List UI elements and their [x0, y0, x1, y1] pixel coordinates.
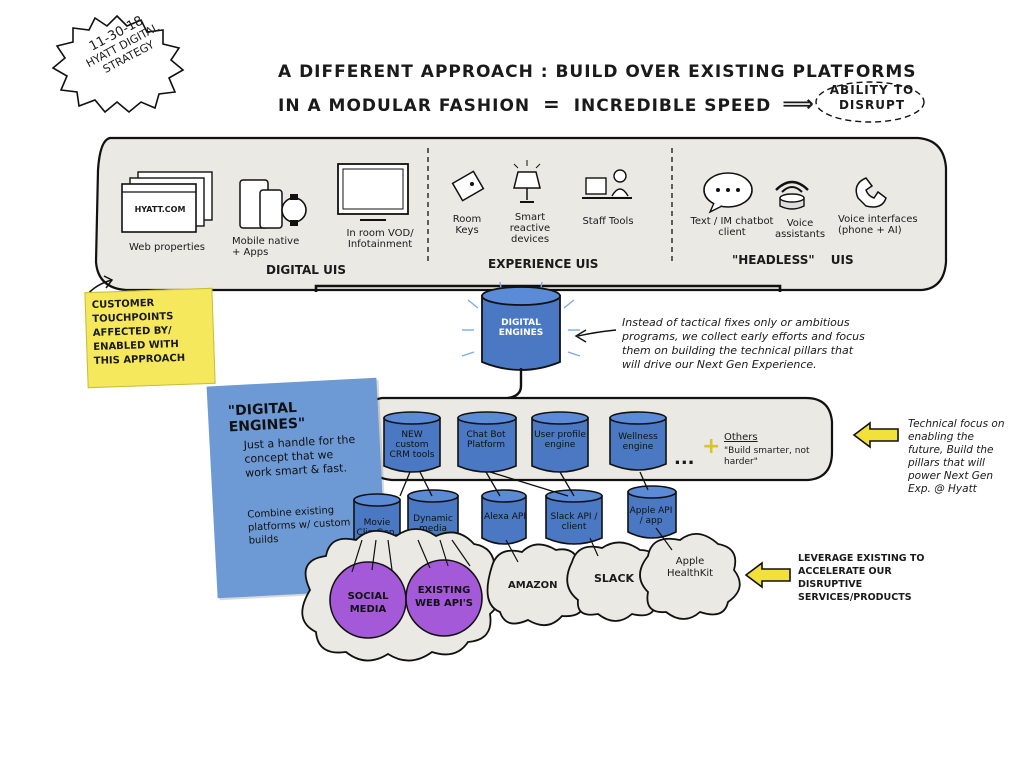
engine-label-profile: User profile engine: [534, 430, 586, 450]
lamp-icon: [513, 160, 541, 203]
web-properties-label: Web properties: [128, 242, 205, 253]
equals-sign: =: [543, 92, 561, 116]
headless-uis-label: "HEADLESS" UIs: [732, 253, 854, 267]
slack-label: SLACK: [594, 572, 635, 585]
apple-cloud: [639, 533, 741, 620]
tv-icon: [337, 163, 409, 221]
digital-engines-cylinder: [481, 286, 561, 371]
social-media-label: SOCIAL MEDIA: [347, 591, 389, 615]
disrupt-text: ABILITY TO DISRUPT: [820, 83, 924, 113]
headless-quoted: "HEADLESS": [732, 253, 815, 267]
more-engines-ellipsis: ...: [674, 448, 695, 469]
engine-cylinder-1: [457, 411, 517, 473]
engine-label-wellness: Wellness engine: [618, 432, 658, 452]
double-arrow-icon: ⟹: [782, 92, 815, 117]
api-label-alexa: Alexa API: [484, 512, 526, 522]
amazon-label: AMAZON: [508, 580, 558, 591]
mobile-apps-label: Mobile native + Apps: [232, 236, 300, 258]
leverage-note: LEVERAGE EXISTING TO ACCELERATE our DISR…: [798, 553, 925, 603]
api-cylinder-2: [481, 489, 527, 545]
yellow-arrow-top-icon: [852, 421, 899, 449]
engine-cylinder-0: [383, 411, 441, 473]
vod-label: In room VOD/ Infotainment: [346, 228, 414, 250]
engine-label-chatbot: Chat Bot Platform: [466, 430, 506, 450]
engine-note: Instead of tactical fixes only or ambiti…: [622, 316, 865, 371]
web-apis-circle: [405, 559, 483, 637]
api-label-slack: Slack API / client: [550, 512, 598, 532]
chatbot-label: Text / IM chatbot client: [690, 216, 774, 238]
smart-devices-label: Smart reactive devices: [509, 212, 551, 245]
smart-speaker-icon: [775, 180, 809, 210]
engine-cylinder-3: [609, 411, 667, 471]
disrupt-line2: DISRUPT: [838, 98, 906, 112]
headline-line2a: IN A MODULAR FASHION: [278, 96, 531, 116]
yellow-arrow-bottom-icon: [744, 561, 791, 589]
voice-interfaces-label: Voice interfaces (phone + AI): [838, 214, 918, 236]
technical-focus-note: Technical focus on enabling the future, …: [908, 418, 1005, 495]
headless-rest: UIs: [830, 253, 854, 267]
disrupt-line1: ABILITY TO: [829, 83, 915, 97]
build-smarter-quote: "Build smarter, not harder": [724, 446, 810, 467]
headline-line1: A DIFFERENT APPROACH : BUILD OVER EXISTI…: [278, 62, 917, 82]
upward-arrows: [351, 527, 673, 573]
experience-uis-label: EXPERIENCE UIs: [488, 257, 599, 271]
api-label-apple: Apple API / app: [629, 506, 673, 526]
stamp-starburst: [51, 14, 185, 114]
chat-bubble-icon: [703, 172, 753, 214]
engine-cylinder-2: [531, 411, 589, 473]
panel-bracket: [314, 284, 782, 292]
browser-windows-icon: [121, 171, 213, 233]
digital-engines-label: DIGITAL ENGINES: [498, 318, 544, 338]
room-keys-label: Room Keys: [452, 214, 482, 236]
apple-healthkit-label: Apple HealthKit: [666, 556, 714, 579]
digital-uis-label: DIGITAL UIs: [266, 263, 346, 277]
mobile-devices-icon: [239, 179, 307, 229]
disrupt-bubble: [815, 81, 925, 123]
web-apis-label: EXISTING WEB API's: [414, 585, 474, 609]
keycard-icon: [451, 170, 485, 202]
api-cylinder-4: [627, 485, 677, 539]
voice-assistants-label: Voice assistants: [774, 218, 826, 240]
headline-line2: IN A MODULAR FASHION = INCREDIBLE SPEED …: [278, 92, 815, 117]
plus-icon: +: [702, 434, 721, 459]
others-label: Others: [724, 432, 758, 443]
headline-line2b: INCREDIBLE SPEED: [573, 96, 772, 116]
staff-tools-label: Staff Tools: [582, 216, 634, 227]
engine-label-crm: NEW custom CRM tools: [389, 430, 435, 460]
web-screen-text: HYATT.COM: [134, 205, 186, 214]
phone-icon: [855, 177, 887, 208]
staff-desk-icon: [582, 169, 632, 199]
